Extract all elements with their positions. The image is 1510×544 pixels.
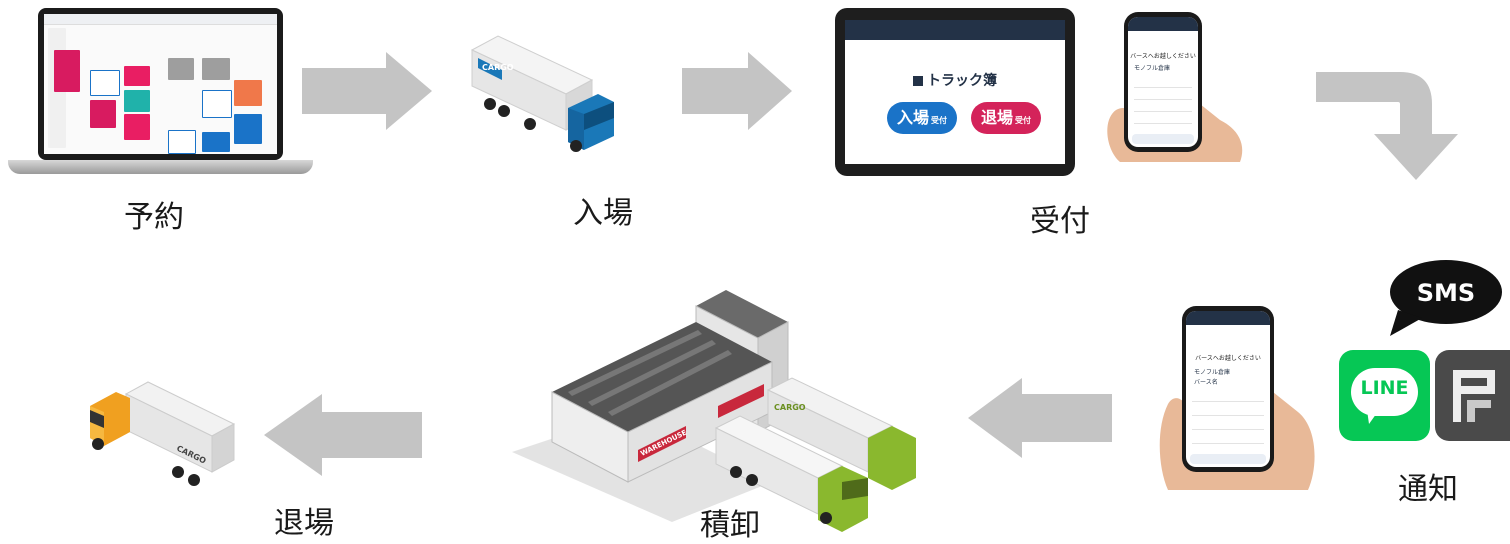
laptop-reservation-screen (8, 8, 313, 178)
arrow-right-2 (682, 52, 792, 130)
warehouse-loading-illustration: WAREHOUSE CARGO (512, 290, 916, 532)
step-label-exit: 退場 (274, 506, 334, 541)
calendar-header (44, 14, 277, 25)
calendar-block (54, 50, 80, 92)
enter-reception-button[interactable]: 入場受付 (887, 102, 957, 134)
arrow-left-2 (264, 394, 422, 476)
svg-text:CARGO: CARGO (774, 403, 806, 412)
arrow-curve-down (1316, 72, 1458, 180)
truck-blue-illustration: CARGO (470, 35, 614, 152)
step-label-reserve: 予約 (124, 200, 184, 235)
tablet-reception-screen: トラック簿 入場受付 退場受付 (835, 8, 1075, 176)
truckbo-app-icon (1435, 350, 1510, 441)
svg-text:SMS: SMS (1417, 279, 1475, 307)
step-label-loading: 積卸 (700, 508, 760, 543)
exit-reception-button[interactable]: 退場受付 (971, 102, 1041, 134)
brand-icon (913, 76, 923, 86)
cargo-label: CARGO (482, 63, 514, 72)
step-label-notify: 通知 (1398, 472, 1458, 507)
arrow-right-1 (302, 52, 432, 130)
truck-orange-illustration: CARGO (90, 381, 236, 486)
step-label-reception: 受付 (1030, 204, 1090, 239)
line-app-icon: LINE (1339, 350, 1430, 441)
sms-icon: SMS (1390, 260, 1502, 336)
arrow-left-1 (968, 378, 1112, 458)
step-label-enter: 入場 (573, 196, 633, 231)
tablet-app-bar (845, 20, 1065, 40)
brand-logo: トラック簿 (845, 70, 1065, 90)
phone-top: バースへお越しください モノフル倉庫 (1124, 12, 1202, 152)
phone-bottom: バースへお越しください モノフル倉庫 バース名 (1182, 306, 1274, 472)
